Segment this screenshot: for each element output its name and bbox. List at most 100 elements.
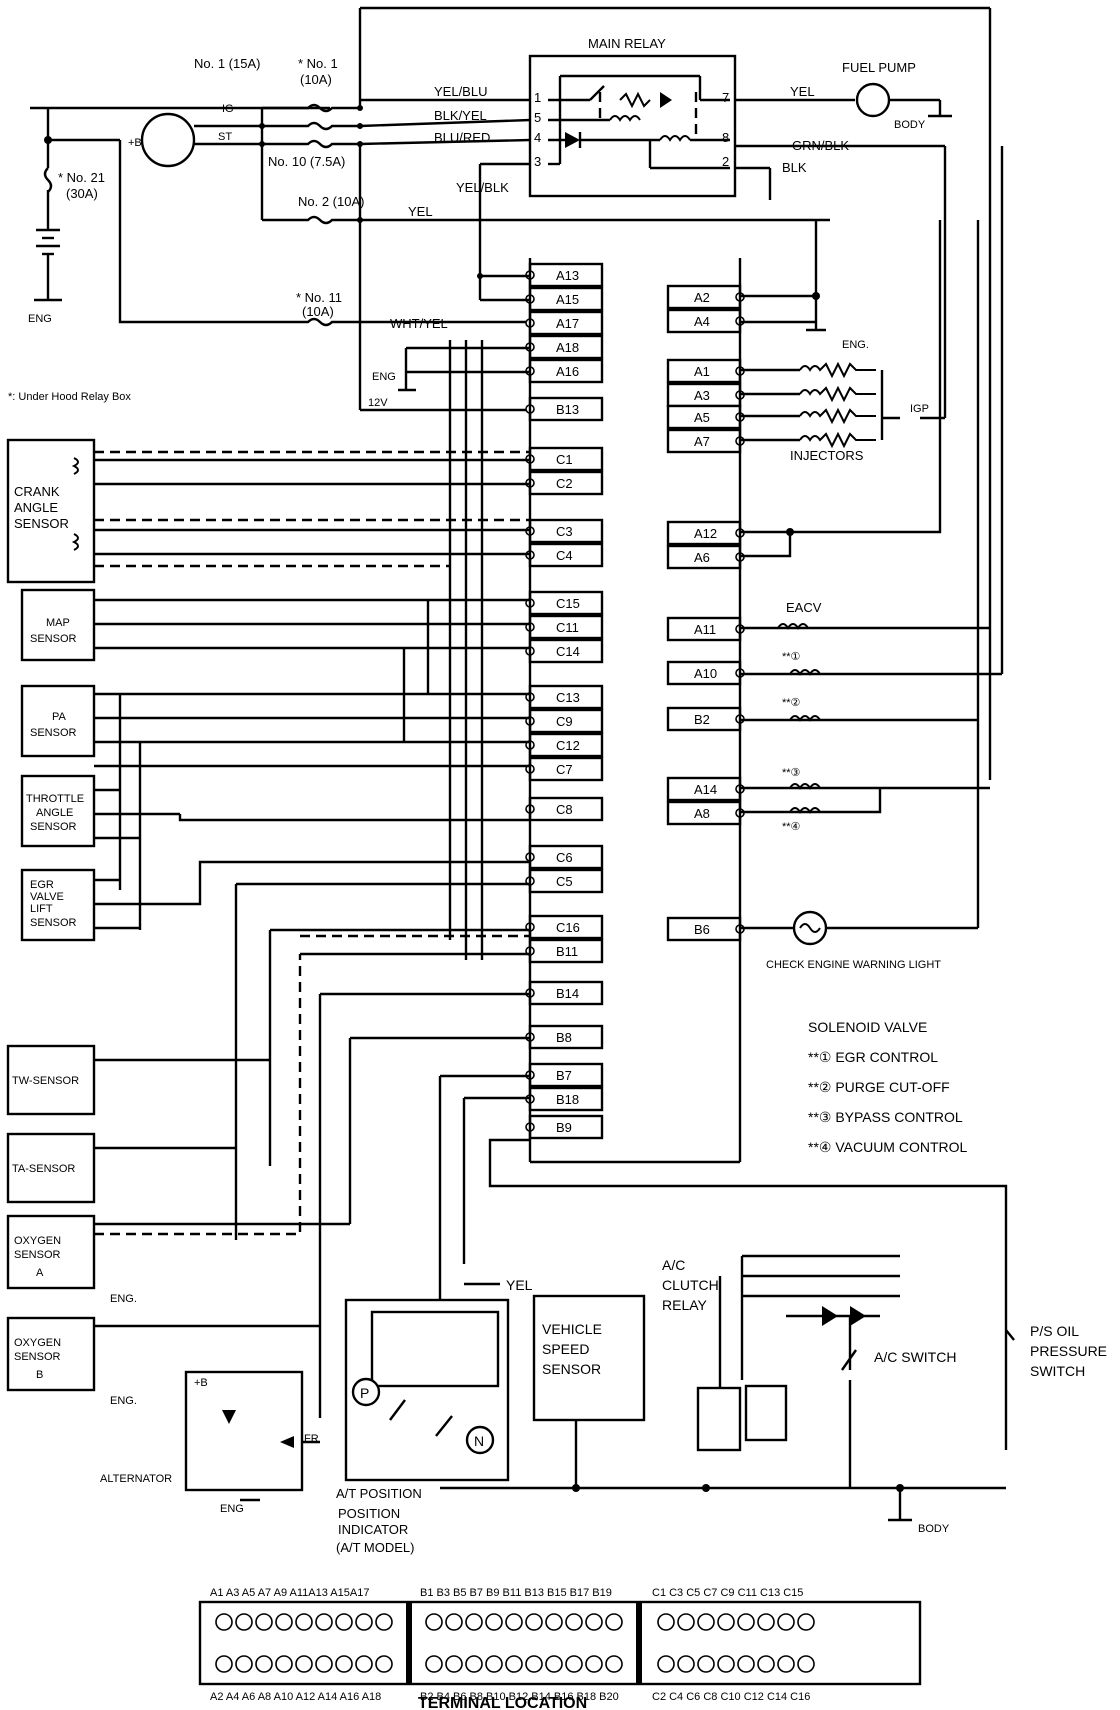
alternator (184, 1370, 304, 1492)
at-label-4: (A/T MODEL) (336, 1540, 415, 1555)
crank-label-2: ANGLE (14, 500, 58, 515)
ecu-pin-label-C15: C15 (556, 596, 580, 611)
ecu-pin-label-A17: A17 (556, 316, 579, 331)
ecu-pin-label-C2: C2 (556, 476, 573, 491)
ecu-pin-label-A6: A6 (694, 550, 710, 565)
ecu-pin-label-B11: B11 (556, 944, 578, 959)
o2b-label-2: SENSOR (14, 1351, 61, 1363)
terminal-hole (677, 1613, 695, 1631)
vehicle-speed-sensor (532, 1294, 646, 1422)
injector-lines (740, 361, 900, 449)
oxygen-sensor-b (6, 1316, 96, 1392)
terminal-hole (275, 1613, 293, 1631)
ecu-pin-label-B18: B18 (556, 1092, 579, 1107)
fuse-11-label: * No. 11 (296, 290, 342, 305)
ac-relay-label-1: A/C (662, 1257, 685, 1273)
terminal-hole (605, 1655, 623, 1673)
terminal-hole (525, 1655, 543, 1673)
terminal-hole (485, 1655, 503, 1673)
tw-sensor (6, 1044, 96, 1116)
terminal-bottom-c: C2 C4 C6 C8 C10 C12 C14 C16 (652, 1691, 810, 1703)
main-relay-pin-7: 7 (722, 90, 729, 105)
ecu-pin-label-A15: A15 (556, 292, 579, 307)
fuse-11-rating: (10A) (302, 304, 334, 319)
terminal-location: A1 A3 A5 A7 A9 A11A13 A15A17 B1 B3 B5 B7… (198, 1587, 922, 1710)
wire-yel-fuel: YEL (790, 84, 815, 99)
ecu-left-connector: A13A15A17A18A16B13C1C2C3C4C15C11C14C13C9… (525, 262, 604, 1140)
terminal-hole (605, 1613, 623, 1631)
throttle-label-2: ANGLE (36, 807, 73, 819)
main-relay-title: MAIN RELAY (588, 36, 666, 51)
fuse-10-label: No. 10 (7.5A) (268, 154, 345, 169)
solenoid-legend-item-4: **④ VACUUM CONTROL (808, 1139, 968, 1155)
ps-switch-label-3: SWITCH (1030, 1363, 1085, 1379)
terminal-hole (717, 1613, 735, 1631)
ac-relay-coil (696, 1386, 742, 1452)
vss-label-2: SPEED (542, 1341, 589, 1357)
ecu-pin-label-B14: B14 (556, 986, 579, 1001)
ecu-pin-label-B8: B8 (556, 1030, 572, 1045)
terminal-hole (315, 1613, 333, 1631)
ecu-pin-label-A18: A18 (556, 340, 579, 355)
ecu-pin-label-A3: A3 (694, 388, 710, 403)
ac-relay-label-3: RELAY (662, 1297, 708, 1313)
at-label-1: A/T POSITION (336, 1486, 422, 1501)
map-sensor (20, 588, 96, 662)
terminal-hole (295, 1655, 313, 1673)
ps-switch-label-2: PRESSURE (1030, 1343, 1107, 1359)
solenoid-legend-item-2: **② PURGE CUT-OFF (808, 1079, 950, 1095)
terminal-hole (255, 1613, 273, 1631)
main-relay-pin-2: 2 (722, 154, 729, 169)
pa-sensor (20, 684, 96, 758)
ta-sensor-label: TA-SENSOR (12, 1163, 75, 1175)
wire-yel: YEL (408, 204, 433, 219)
wire-blk-yel: BLK/YEL (434, 108, 487, 123)
fuse-21-label: * No. 21 (58, 170, 105, 185)
relay-output-wires: YEL FUEL PUMP BODY GRN/BLK BLK (735, 60, 952, 420)
terminal-hole (485, 1613, 503, 1631)
terminal-hole (335, 1655, 353, 1673)
main-relay-pin-8: 8 (722, 130, 729, 145)
map-label-2: SENSOR (30, 633, 77, 645)
ecu-body (528, 258, 742, 1164)
alternator-b-label: +B (194, 1377, 208, 1389)
ecu-pin-label-B13: B13 (556, 402, 579, 417)
eacv-label: EACV (786, 600, 822, 615)
o2a-ground-label: ENG. (110, 1293, 137, 1305)
terminal-hole (797, 1613, 815, 1631)
ecu-pin-label-C5: C5 (556, 874, 573, 889)
vss-label-3: SENSOR (542, 1361, 601, 1377)
terminal-hole (657, 1655, 675, 1673)
o2b-label-1: OXYGEN (14, 1337, 61, 1349)
throttle-label-3: SENSOR (30, 821, 77, 833)
fuse-1-15a-label: No. 1 (15A) (194, 56, 260, 71)
ecu-power-feeds: ENG (372, 273, 530, 392)
o2b-ground-label: ENG. (110, 1395, 137, 1407)
fuse-1-10a-rating: (10A) (300, 72, 332, 87)
relay-box-note: *: Under Hood Relay Box (8, 391, 131, 403)
ecu-ground-label: ENG (372, 371, 396, 383)
egr-label-3: LIFT (30, 903, 53, 915)
ecu-pin-label-C6: C6 (556, 850, 573, 865)
terminal-hole (235, 1655, 253, 1673)
ta-sensor (6, 1132, 96, 1204)
terminal-bottom-b: B2 B4 B6 B8 B10 B12 B14 B16 B18 B20 (420, 1691, 619, 1703)
power-supply-section: * No. 21 (30A) ENG +B IG ST No. 1 (15A) … (8, 6, 992, 780)
ignition-ig-label: IG (222, 103, 234, 115)
terminal-hole (565, 1613, 583, 1631)
egr-label-2: VALVE (30, 891, 64, 903)
terminal-hole (525, 1613, 543, 1631)
ecu-pin-label-C9: C9 (556, 714, 573, 729)
ecu-pin-label-A13: A13 (556, 268, 579, 283)
ecu-pin-label-A11: A11 (694, 622, 716, 637)
injectors-label: INJECTORS (790, 448, 864, 463)
relay-input-wires: YEL/BLU BLK/YEL BLU/RED YEL/BLK YEL WHT/… (359, 84, 830, 331)
terminal-hole (737, 1613, 755, 1631)
ecu-pin-label-C16: C16 (556, 920, 580, 935)
ecu-pin-label-A4: A4 (694, 314, 710, 329)
solenoid-legend: SOLENOID VALVE **① EGR CONTROL **② PURGE… (808, 1019, 968, 1155)
terminal-hole (697, 1655, 715, 1673)
ecu-pin-label-C11: C11 (556, 620, 579, 635)
